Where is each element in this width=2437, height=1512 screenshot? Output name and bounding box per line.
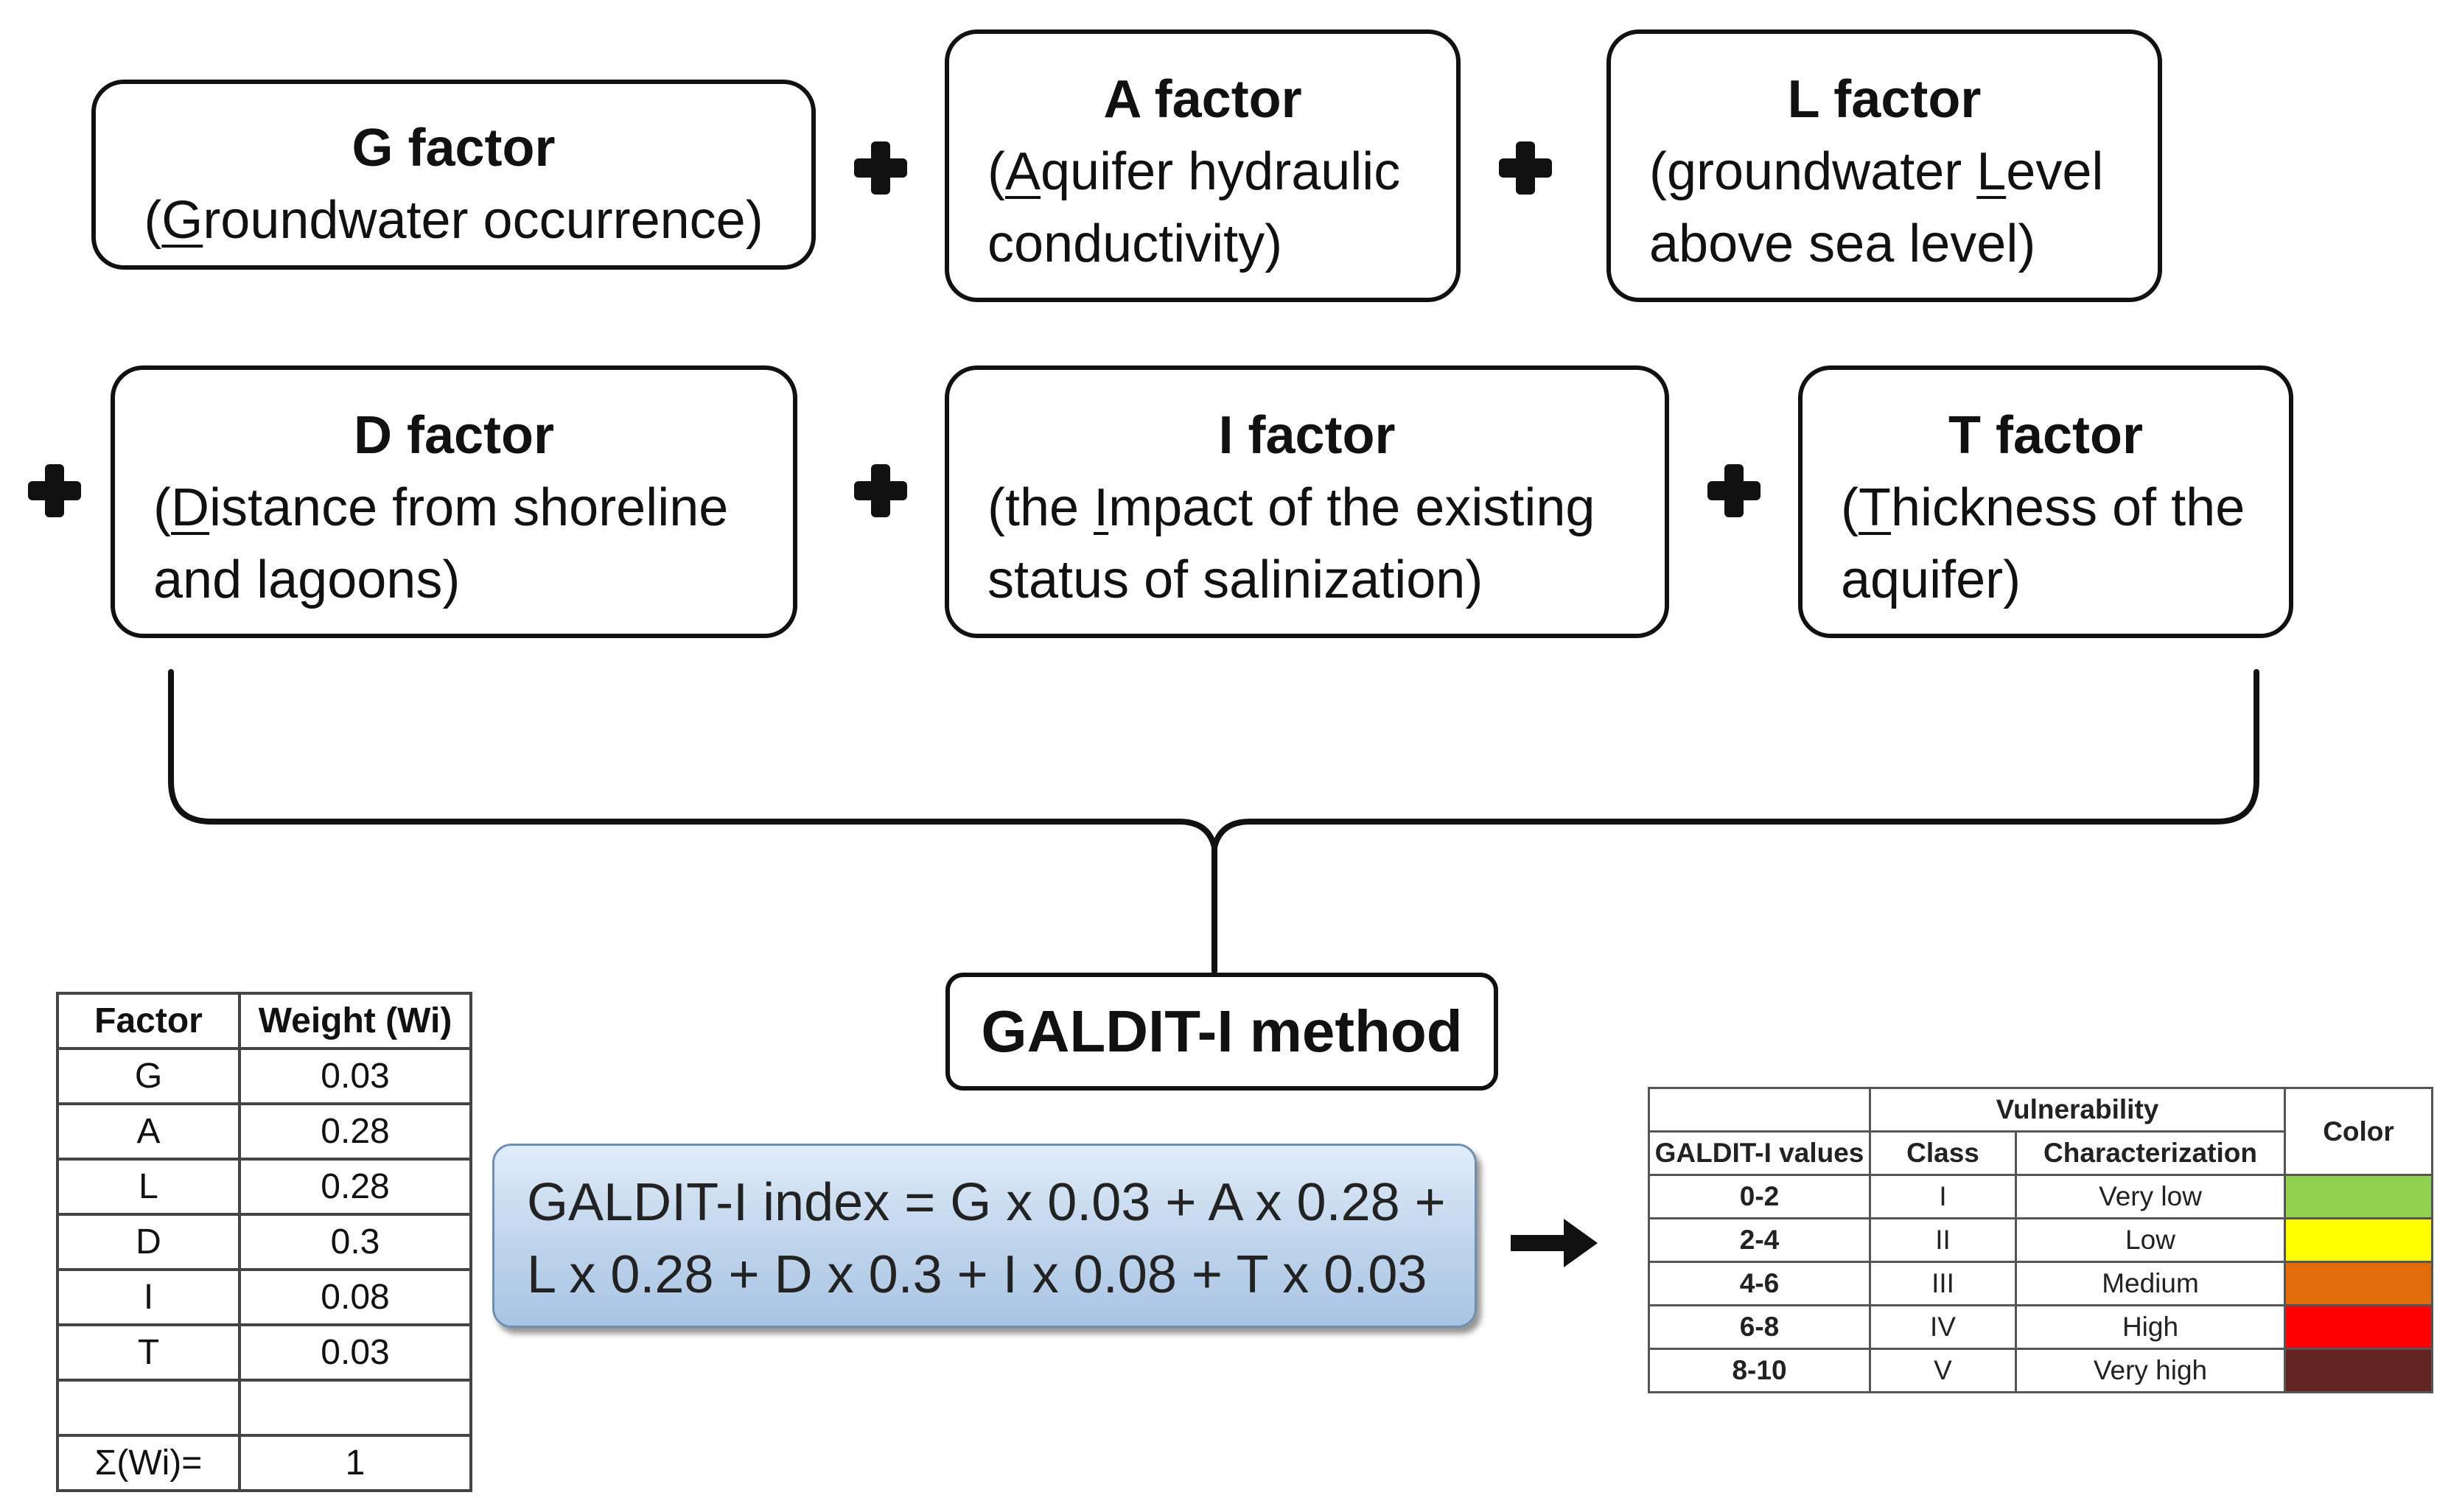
table-row: 8-10 V Very high	[1648, 1348, 2433, 1393]
weight-cell: 1	[238, 1434, 472, 1492]
l-factor-box: L factor (groundwater Level above sea le…	[1606, 29, 2162, 302]
color-swatch	[2284, 1304, 2433, 1350]
header-class: Class	[1869, 1130, 2017, 1176]
t-factor-description-line2: aquifer)	[1841, 550, 2021, 609]
range-cell: 0-2	[1648, 1174, 1871, 1219]
a-factor-description: (Aquifer hydraulic	[987, 142, 1401, 201]
range-cell: 2-4	[1648, 1217, 1871, 1263]
l-factor-description-line2: above sea level)	[1649, 214, 2036, 273]
weight-cell: 0.28	[238, 1158, 472, 1216]
t-factor-box: T factor (Thickness of the aquifer)	[1798, 365, 2293, 638]
plus-icon	[1707, 464, 1761, 517]
i-factor-description-line2: status of salinization)	[987, 550, 1483, 609]
class-cell: II	[1869, 1217, 2017, 1263]
l-factor-description: (groundwater Level	[1649, 142, 2104, 201]
g-factor-box: G factor (Groundwater occurrence)	[91, 80, 816, 270]
weight-cell	[238, 1379, 472, 1437]
weight-cell: 0.03	[238, 1047, 472, 1105]
table-header-row: GALDIT-I values Class Characterization	[1648, 1130, 2433, 1176]
a-factor-box: A factor (Aquifer hydraulic conductivity…	[945, 29, 1461, 302]
header-blank	[1648, 1087, 1871, 1133]
index-formula-box: GALDIT-I index = G x 0.03 + A x 0.28 + L…	[492, 1144, 1477, 1328]
weight-cell: 0.3	[238, 1213, 472, 1271]
i-factor-title: I factor	[1218, 406, 1396, 465]
range-cell: 4-6	[1648, 1261, 1871, 1306]
factor-cell	[56, 1379, 241, 1437]
g-factor-title: G factor	[352, 119, 556, 178]
characterization-cell: High	[2015, 1304, 2286, 1350]
factor-cell: A	[56, 1102, 241, 1161]
range-cell: 8-10	[1648, 1348, 1871, 1393]
plus-icon	[28, 464, 81, 517]
header-factor: Factor	[56, 992, 241, 1050]
header-weight: Weight (Wi)	[238, 992, 472, 1050]
characterization-cell: Very high	[2015, 1348, 2286, 1393]
factor-cell: L	[56, 1158, 241, 1216]
a-factor-title: A factor	[1103, 70, 1302, 129]
g-factor-description: (Groundwater occurrence)	[144, 191, 763, 250]
class-cell: IV	[1869, 1304, 2017, 1350]
header-color: Color	[2284, 1087, 2433, 1176]
weight-cell: 0.08	[238, 1268, 472, 1326]
color-swatch	[2284, 1174, 2433, 1219]
class-cell: I	[1869, 1174, 2017, 1219]
table-row: 6-8 IV High	[1648, 1304, 2433, 1350]
header-values: GALDIT-I values	[1648, 1130, 1871, 1176]
table-row	[56, 1379, 472, 1437]
range-cell: 6-8	[1648, 1304, 1871, 1350]
class-cell: III	[1869, 1261, 2017, 1306]
class-cell: V	[1869, 1348, 2017, 1393]
color-swatch	[2284, 1261, 2433, 1306]
d-factor-description: (Distance from shoreline	[153, 478, 729, 537]
factor-cell: G	[56, 1047, 241, 1105]
table-row: 2-4 II Low	[1648, 1217, 2433, 1263]
arrow-right-icon	[1511, 1219, 1598, 1267]
weight-cell: 0.28	[238, 1102, 472, 1161]
plus-icon	[854, 464, 907, 517]
table-header-row: Vulnerability Color	[1648, 1087, 2433, 1176]
t-factor-title: T factor	[1948, 406, 2144, 465]
table-header-row: Factor Weight (Wi)	[56, 992, 472, 1050]
i-factor-description: (the Impact of the existing	[987, 478, 1595, 537]
d-factor-box: D factor (Distance from shoreline and la…	[111, 365, 797, 638]
method-box: GALDIT-I method	[945, 973, 1498, 1091]
color-swatch	[2284, 1348, 2433, 1393]
l-factor-title: L factor	[1787, 70, 1982, 129]
t-factor-description: (Thickness of the	[1841, 478, 2245, 537]
weight-cell: 0.03	[238, 1323, 472, 1382]
index-formula-line2: L x 0.28 + D x 0.3 + I x 0.08 + T x 0.03	[527, 1245, 1427, 1304]
vulnerability-table: Vulnerability Color GALDIT-I values Clas…	[1648, 1087, 2433, 1393]
plus-icon	[854, 141, 907, 195]
header-vulnerability: Vulnerability	[1869, 1087, 2286, 1133]
factor-cell: Σ(Wi)=	[56, 1434, 241, 1492]
characterization-cell: Low	[2015, 1217, 2286, 1263]
table-row: 4-6 III Medium	[1648, 1261, 2433, 1306]
factor-cell: T	[56, 1323, 241, 1382]
plus-icon	[1499, 141, 1552, 195]
i-factor-box: I factor (the Impact of the existing sta…	[945, 365, 1669, 638]
table-row: 0-2 I Very low	[1648, 1174, 2433, 1219]
factor-cell: I	[56, 1268, 241, 1326]
characterization-cell: Medium	[2015, 1261, 2286, 1306]
header-characterization: Characterization	[2015, 1130, 2286, 1176]
a-factor-description-line2: conductivity)	[987, 214, 1283, 273]
d-factor-description-line2: and lagoons)	[153, 550, 461, 609]
characterization-cell: Very low	[2015, 1174, 2286, 1219]
color-swatch	[2284, 1217, 2433, 1263]
d-factor-title: D factor	[353, 406, 555, 465]
index-formula-line1: GALDIT-I index = G x 0.03 + A x 0.28 +	[527, 1173, 1446, 1232]
table-row: Σ(Wi)=1	[56, 1434, 472, 1492]
factor-cell: D	[56, 1213, 241, 1271]
